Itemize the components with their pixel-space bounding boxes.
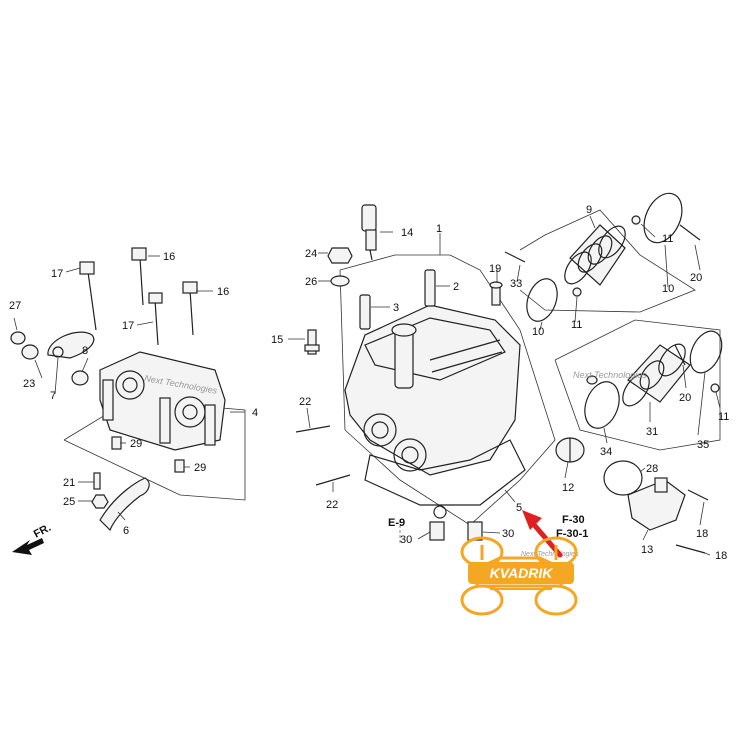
callout-11b: 11 <box>571 319 582 331</box>
cylinder-head-group <box>288 204 556 545</box>
ref-e9: E-9 <box>388 517 405 529</box>
callout-13: 13 <box>641 544 653 556</box>
callout-27: 27 <box>9 300 21 312</box>
callout-16b: 16 <box>217 286 229 298</box>
thermostat-group <box>554 319 723 556</box>
callout-15: 15 <box>271 334 283 346</box>
ref-f30-1: F-30-1 <box>556 528 588 540</box>
callout-20b: 20 <box>679 392 691 404</box>
callout-22a: 22 <box>299 396 311 408</box>
callout-20a: 20 <box>690 272 702 284</box>
callout-17a: 17 <box>51 268 63 280</box>
callout-19: 19 <box>489 263 501 275</box>
callout-28: 28 <box>646 463 658 475</box>
front-direction-indicator: FR. <box>12 522 53 555</box>
callout-35: 35 <box>697 439 709 451</box>
callout-10b: 10 <box>532 326 544 338</box>
reference-codes: E-9 F-30 F-30-1 <box>388 514 588 540</box>
watermark-small: Next Technologies <box>521 551 579 558</box>
callout-6: 6 <box>123 525 129 537</box>
callout-30b: 30 <box>502 528 514 540</box>
insulator-group <box>489 192 701 331</box>
watermark-right: Next Technologies <box>573 370 647 380</box>
callout-18a: 18 <box>696 528 708 540</box>
callout-30a: 30 <box>400 534 412 546</box>
callout-23: 23 <box>23 378 35 390</box>
callout-11a: 11 <box>662 233 673 245</box>
callout-17b: 17 <box>122 320 134 332</box>
front-arrow-icon <box>12 538 44 555</box>
highlight-arrow-icon <box>522 510 563 558</box>
callout-21: 21 <box>63 477 75 489</box>
callout-25: 25 <box>63 496 75 508</box>
callout-5: 5 <box>516 502 522 514</box>
callout-9: 9 <box>586 204 592 216</box>
callout-12: 12 <box>562 482 574 494</box>
callout-29b: 29 <box>194 462 206 474</box>
callout-34: 34 <box>600 446 612 458</box>
callout-10a: 10 <box>662 283 674 295</box>
callout-16a: 16 <box>163 251 175 263</box>
callout-31: 31 <box>646 426 658 438</box>
front-label: FR. <box>32 522 53 541</box>
callout-18b: 18 <box>715 550 727 562</box>
callout-7: 7 <box>50 390 56 402</box>
callout-8: 8 <box>82 345 88 357</box>
callout-2: 2 <box>453 281 459 293</box>
camshaft-holder-group <box>10 247 246 532</box>
callout-14: 14 <box>401 227 413 239</box>
callout-29a: 29 <box>130 438 142 450</box>
callout-24: 24 <box>305 248 317 260</box>
callout-3: 3 <box>393 302 399 314</box>
callout-4: 4 <box>252 407 258 419</box>
callout-26: 26 <box>305 276 317 288</box>
callout-1: 1 <box>436 223 442 235</box>
callout-33: 33 <box>510 278 522 290</box>
callout-11c: 11 <box>718 411 729 423</box>
ref-f30: F-30 <box>562 514 585 526</box>
kvadrik-logo: KVADRIK <box>460 536 578 616</box>
callout-22b: 22 <box>326 499 338 511</box>
callout-labels: 1 2 3 4 5 6 7 8 9 10 10 11 11 11 12 13 1… <box>9 204 729 562</box>
logo-brand-text: KVADRIK <box>490 565 554 581</box>
